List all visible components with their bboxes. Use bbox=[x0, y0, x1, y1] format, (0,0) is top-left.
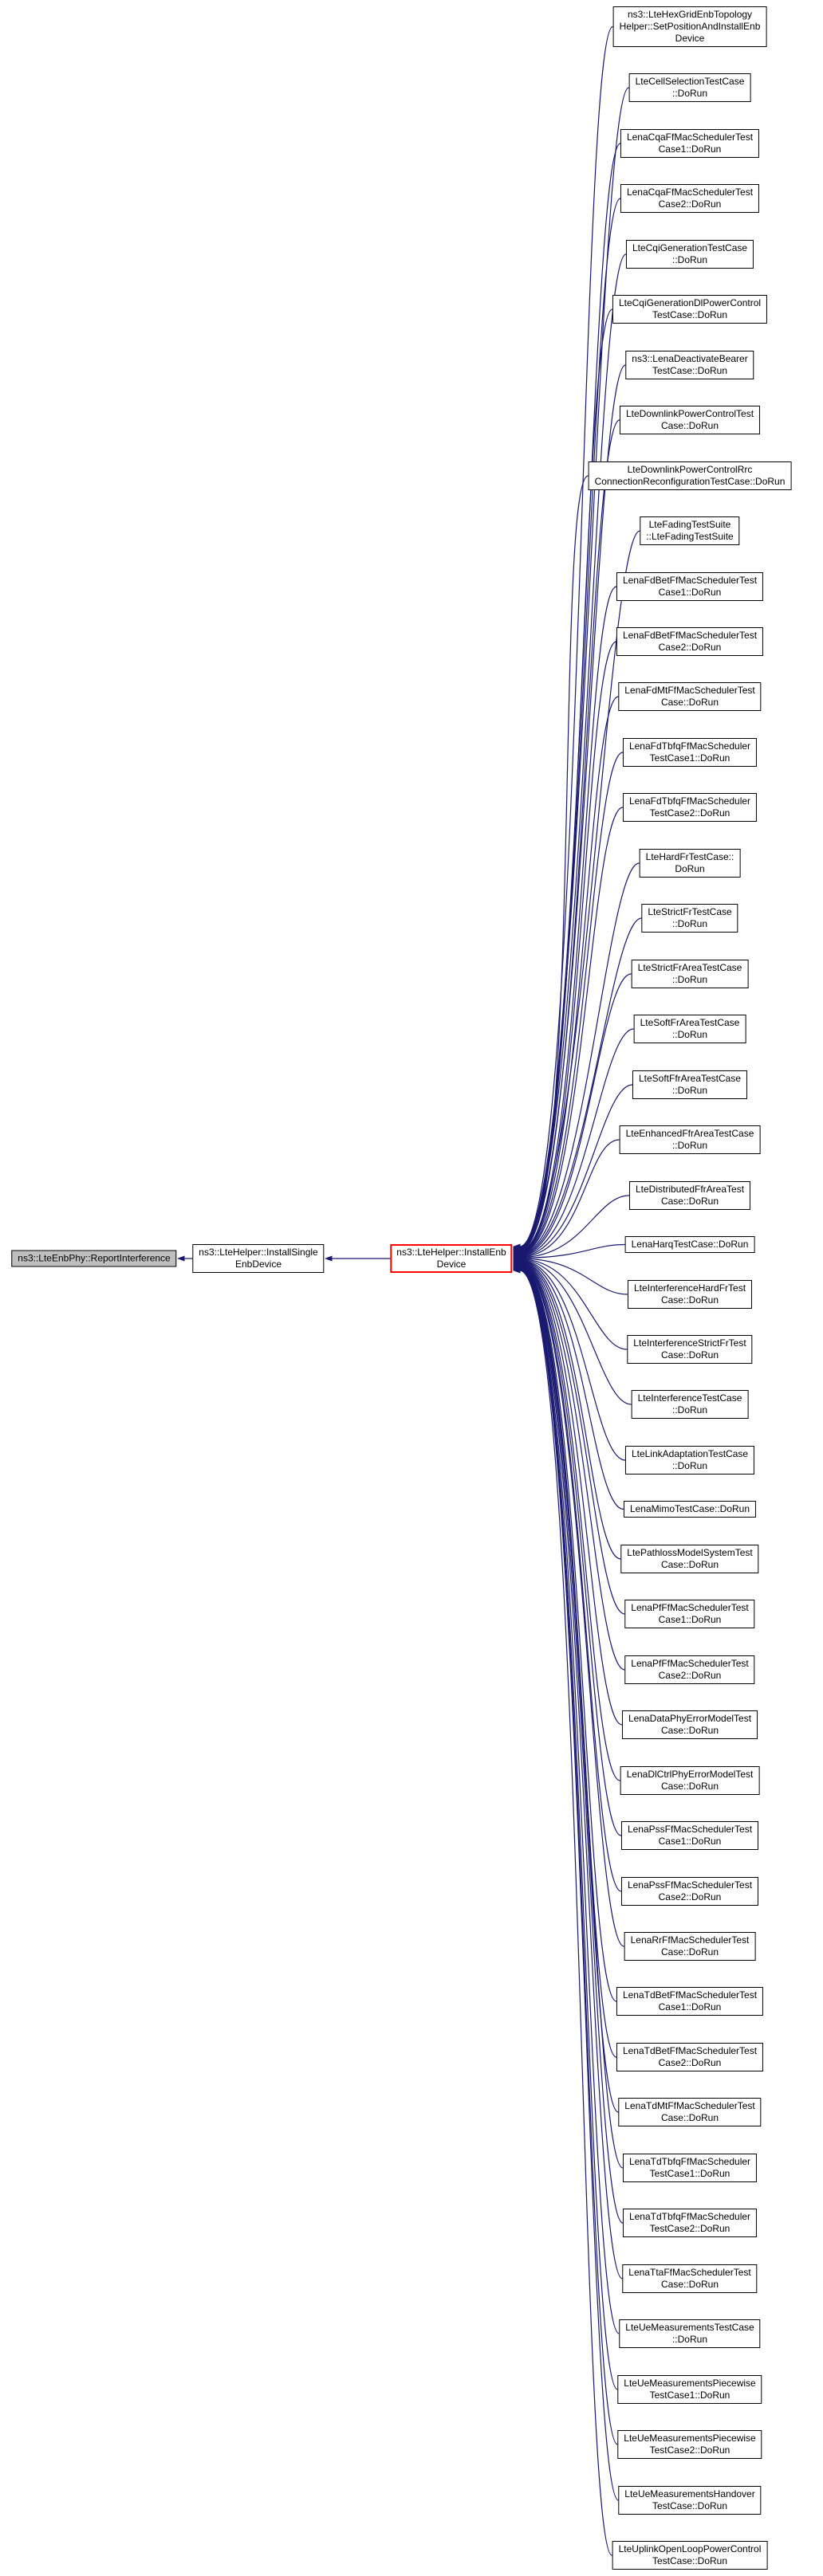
caller-node[interactable]: LenaTdTbfqFfMacScheduler TestCase1::DoRu… bbox=[622, 2154, 758, 2182]
call-edge bbox=[519, 752, 624, 1255]
call-edge bbox=[519, 1139, 620, 1258]
node-install-enb-device[interactable]: ns3::LteHelper::InstallEnb Device bbox=[390, 1244, 513, 1273]
call-edge bbox=[519, 1259, 626, 1461]
caller-node[interactable]: LenaTdTbfqFfMacScheduler TestCase2::DoRu… bbox=[622, 2209, 758, 2237]
caller-node[interactable]: LenaTtaFfMacSchedulerTest Case::DoRun bbox=[622, 2264, 758, 2293]
caller-node[interactable]: LenaMimoTestCase::DoRun bbox=[623, 1501, 757, 1518]
call-edge bbox=[519, 1264, 624, 1947]
caller-node[interactable]: LenaFdBetFfMacSchedulerTest Case2::DoRun bbox=[616, 627, 764, 656]
call-edge bbox=[519, 1262, 623, 1726]
caller-node[interactable]: LenaTdMtFfMacSchedulerTest Case::DoRun bbox=[618, 2098, 762, 2126]
call-edge bbox=[519, 1270, 612, 2556]
caller-node[interactable]: LteInterferenceHardFrTest Case::DoRun bbox=[627, 1280, 753, 1309]
caller-node[interactable]: LenaRrFfMacSchedulerTest Case::DoRun bbox=[624, 1932, 756, 1961]
caller-node[interactable]: LteUplinkOpenLoopPowerControl TestCase::… bbox=[612, 2541, 768, 2570]
caller-node[interactable]: LteLinkAdaptationTestCase ::DoRun bbox=[624, 1446, 755, 1475]
call-edge bbox=[519, 641, 617, 1253]
caller-node[interactable]: LteSoftFfrAreaTestCase ::DoRun bbox=[632, 1070, 748, 1099]
caller-node[interactable]: ns3::LenaDeactivateBearer TestCase::DoRu… bbox=[625, 351, 754, 379]
caller-node[interactable]: LteInterferenceStrictFrTest Case::DoRun bbox=[627, 1335, 753, 1364]
caller-node[interactable]: LteUeMeasurementsPiecewise TestCase2::Do… bbox=[617, 2430, 762, 2459]
call-edge bbox=[519, 807, 624, 1255]
caller-node[interactable]: LteUeMeasurementsHandover TestCase::DoRu… bbox=[618, 2486, 762, 2515]
call-edge bbox=[519, 696, 619, 1254]
call-edge bbox=[519, 1262, 622, 1836]
caller-node[interactable]: LteCqiGenerationDlPowerControl TestCase:… bbox=[612, 295, 768, 324]
caller-node[interactable]: LteStrictFrAreaTestCase ::DoRun bbox=[631, 960, 749, 988]
caller-node[interactable]: LenaDlCtrlPhyErrorModelTest Case::DoRun bbox=[620, 1766, 760, 1795]
call-edge bbox=[519, 364, 626, 1251]
caller-node[interactable]: LenaPssFfMacSchedulerTest Case2::DoRun bbox=[620, 1877, 759, 1906]
caller-node[interactable]: LteDownlinkPowerControlTest Case::DoRun bbox=[619, 406, 761, 434]
caller-node[interactable]: LteCellSelectionTestCase ::DoRun bbox=[628, 73, 751, 102]
caller-node[interactable]: LenaPssFfMacSchedulerTest Case1::DoRun bbox=[620, 1821, 759, 1850]
call-edge bbox=[519, 1267, 623, 2280]
caller-node[interactable]: LtePathlossModelSystemTest Case::DoRun bbox=[620, 1545, 759, 1573]
caller-node[interactable]: LenaTdBetFfMacSchedulerTest Case1::DoRun bbox=[616, 1987, 764, 2016]
call-edge bbox=[519, 1259, 632, 1405]
call-edge bbox=[519, 308, 613, 1250]
caller-node[interactable]: LenaFdTbfqFfMacScheduler TestCase2::DoRu… bbox=[622, 793, 758, 822]
caller-node[interactable]: LteCqiGenerationTestCase ::DoRun bbox=[625, 240, 754, 269]
caller-node[interactable]: LenaCqaFfMacSchedulerTest Case2::DoRun bbox=[620, 184, 760, 213]
call-edge bbox=[519, 1195, 630, 1259]
caller-node[interactable]: ns3::LteHexGridEnbTopology Helper::SetPo… bbox=[612, 6, 767, 47]
caller-node[interactable]: LteFadingTestSuite ::LteFadingTestSuite bbox=[640, 516, 740, 545]
call-edge bbox=[519, 1267, 620, 2334]
caller-node[interactable]: LteDownlinkPowerControlRrc ConnectionRec… bbox=[588, 461, 792, 490]
call-edge bbox=[519, 862, 640, 1255]
caller-node[interactable]: LenaFdBetFfMacSchedulerTest Case1::DoRun bbox=[616, 572, 764, 601]
caller-node[interactable]: LteStrictFrTestCase ::DoRun bbox=[641, 904, 738, 933]
caller-node[interactable]: LenaTdBetFfMacSchedulerTest Case2::DoRun bbox=[616, 2043, 764, 2071]
caller-node[interactable]: LteHardFrTestCase:: DoRun bbox=[639, 849, 741, 878]
call-edge bbox=[519, 1263, 622, 1892]
call-edge-arrowhead bbox=[177, 1255, 185, 1262]
caller-node[interactable]: LteEnhancedFfrAreaTestCase ::DoRun bbox=[619, 1125, 761, 1154]
call-edge bbox=[519, 1243, 625, 1259]
call-edge bbox=[519, 973, 632, 1256]
call-edge bbox=[519, 475, 589, 1251]
caller-node[interactable]: LenaPfFfMacSchedulerTest Case2::DoRun bbox=[624, 1655, 755, 1684]
call-edge bbox=[519, 1261, 625, 1615]
call-edge bbox=[519, 1260, 621, 1560]
caller-node[interactable]: LteDistributedFfrAreaTest Case::DoRun bbox=[628, 1181, 751, 1210]
call-edge bbox=[519, 917, 642, 1255]
call-edge bbox=[519, 1264, 617, 2002]
caller-node[interactable]: LenaFdMtFfMacSchedulerTest Case::DoRun bbox=[618, 682, 762, 711]
caller-node[interactable]: LenaFdTbfqFfMacScheduler TestCase1::DoRu… bbox=[622, 738, 758, 767]
call-edge bbox=[519, 1269, 619, 2501]
node-report-interference[interactable]: ns3::LteEnbPhy::ReportInterference bbox=[11, 1250, 177, 1267]
call-edge bbox=[519, 1266, 624, 2169]
caller-node[interactable]: LteSoftFrAreaTestCase ::DoRun bbox=[633, 1015, 746, 1043]
node-install-single-enb-device[interactable]: ns3::LteHelper::InstallSingle EnbDevice bbox=[192, 1244, 325, 1273]
call-edge bbox=[519, 1262, 620, 1781]
call-edge-arrowhead bbox=[325, 1255, 333, 1262]
call-edge-arrowhead bbox=[513, 1267, 521, 1274]
call-edge bbox=[519, 198, 621, 1249]
caller-node[interactable]: LenaDataPhyErrorModelTest Case::DoRun bbox=[621, 1710, 758, 1739]
caller-node[interactable]: LteUeMeasurementsTestCase ::DoRun bbox=[619, 2319, 761, 2348]
call-edge bbox=[519, 1260, 624, 1510]
call-edge bbox=[519, 1084, 633, 1257]
caller-node[interactable]: LenaPfFfMacSchedulerTest Case1::DoRun bbox=[624, 1600, 755, 1628]
caller-node[interactable]: LenaHarqTestCase::DoRun bbox=[624, 1236, 755, 1253]
caller-node[interactable]: LteUeMeasurementsPiecewise TestCase1::Do… bbox=[617, 2375, 762, 2404]
call-edge bbox=[519, 1259, 628, 1350]
call-edge bbox=[519, 26, 613, 1247]
call-edge bbox=[519, 1262, 625, 1671]
call-edge bbox=[519, 1269, 618, 2445]
call-edge bbox=[519, 1258, 628, 1295]
caller-node[interactable]: LteInterferenceTestCase ::DoRun bbox=[631, 1390, 749, 1419]
call-edge bbox=[519, 1268, 618, 2390]
call-edge bbox=[519, 1266, 624, 2224]
call-edge bbox=[519, 586, 617, 1253]
call-edge bbox=[519, 1028, 634, 1257]
caller-node[interactable]: LenaCqaFfMacSchedulerTest Case1::DoRun bbox=[620, 129, 760, 158]
